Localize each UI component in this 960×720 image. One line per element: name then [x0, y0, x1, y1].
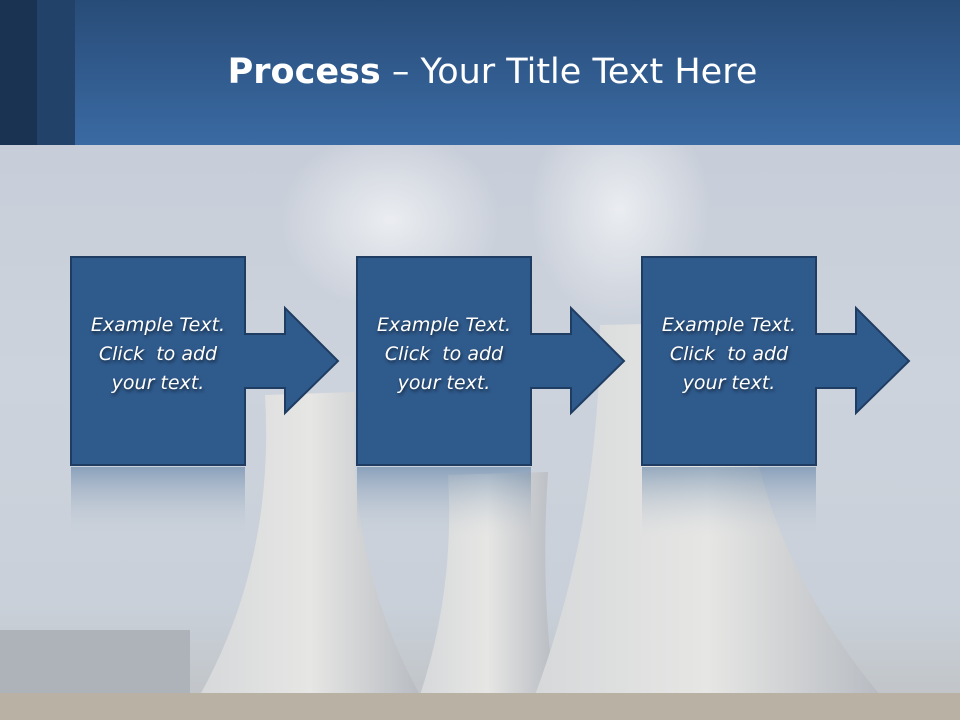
title-bar: Process – Your Title Text Here: [0, 0, 960, 145]
step-text-line: Example Text.: [90, 314, 226, 336]
step-text-line: Click to add: [669, 343, 789, 365]
step-reflection: [357, 467, 531, 537]
step-text-line: your text.: [682, 372, 776, 394]
process-step-3[interactable]: [641, 256, 911, 537]
step-reflection: [71, 467, 245, 537]
step-arrow-box[interactable]: [356, 256, 626, 466]
process-step-2[interactable]: [356, 256, 626, 537]
step-text-line: Example Text.: [661, 314, 797, 336]
accent-band: [37, 0, 75, 145]
accent-band-dark: [0, 0, 37, 145]
step-arrow-box[interactable]: [641, 256, 911, 466]
step-text-line: your text.: [397, 372, 491, 394]
process-step-1[interactable]: [70, 256, 340, 537]
step-3-text[interactable]: Example Text. Click to add your text.: [642, 311, 816, 398]
step-arrow-box[interactable]: [70, 256, 340, 466]
step-text-line: Click to add: [384, 343, 504, 365]
step-1-text[interactable]: Example Text. Click to add your text.: [71, 311, 245, 398]
slide-title[interactable]: Process – Your Title Text Here: [0, 52, 960, 92]
step-text-line: Example Text.: [376, 314, 512, 336]
title-rest: – Your Title Text Here: [380, 52, 758, 92]
step-text-line: Click to add: [98, 343, 218, 365]
title-bold: Process: [227, 52, 381, 92]
step-reflection: [642, 467, 816, 537]
step-text-line: your text.: [111, 372, 205, 394]
step-2-text[interactable]: Example Text. Click to add your text.: [357, 311, 531, 398]
